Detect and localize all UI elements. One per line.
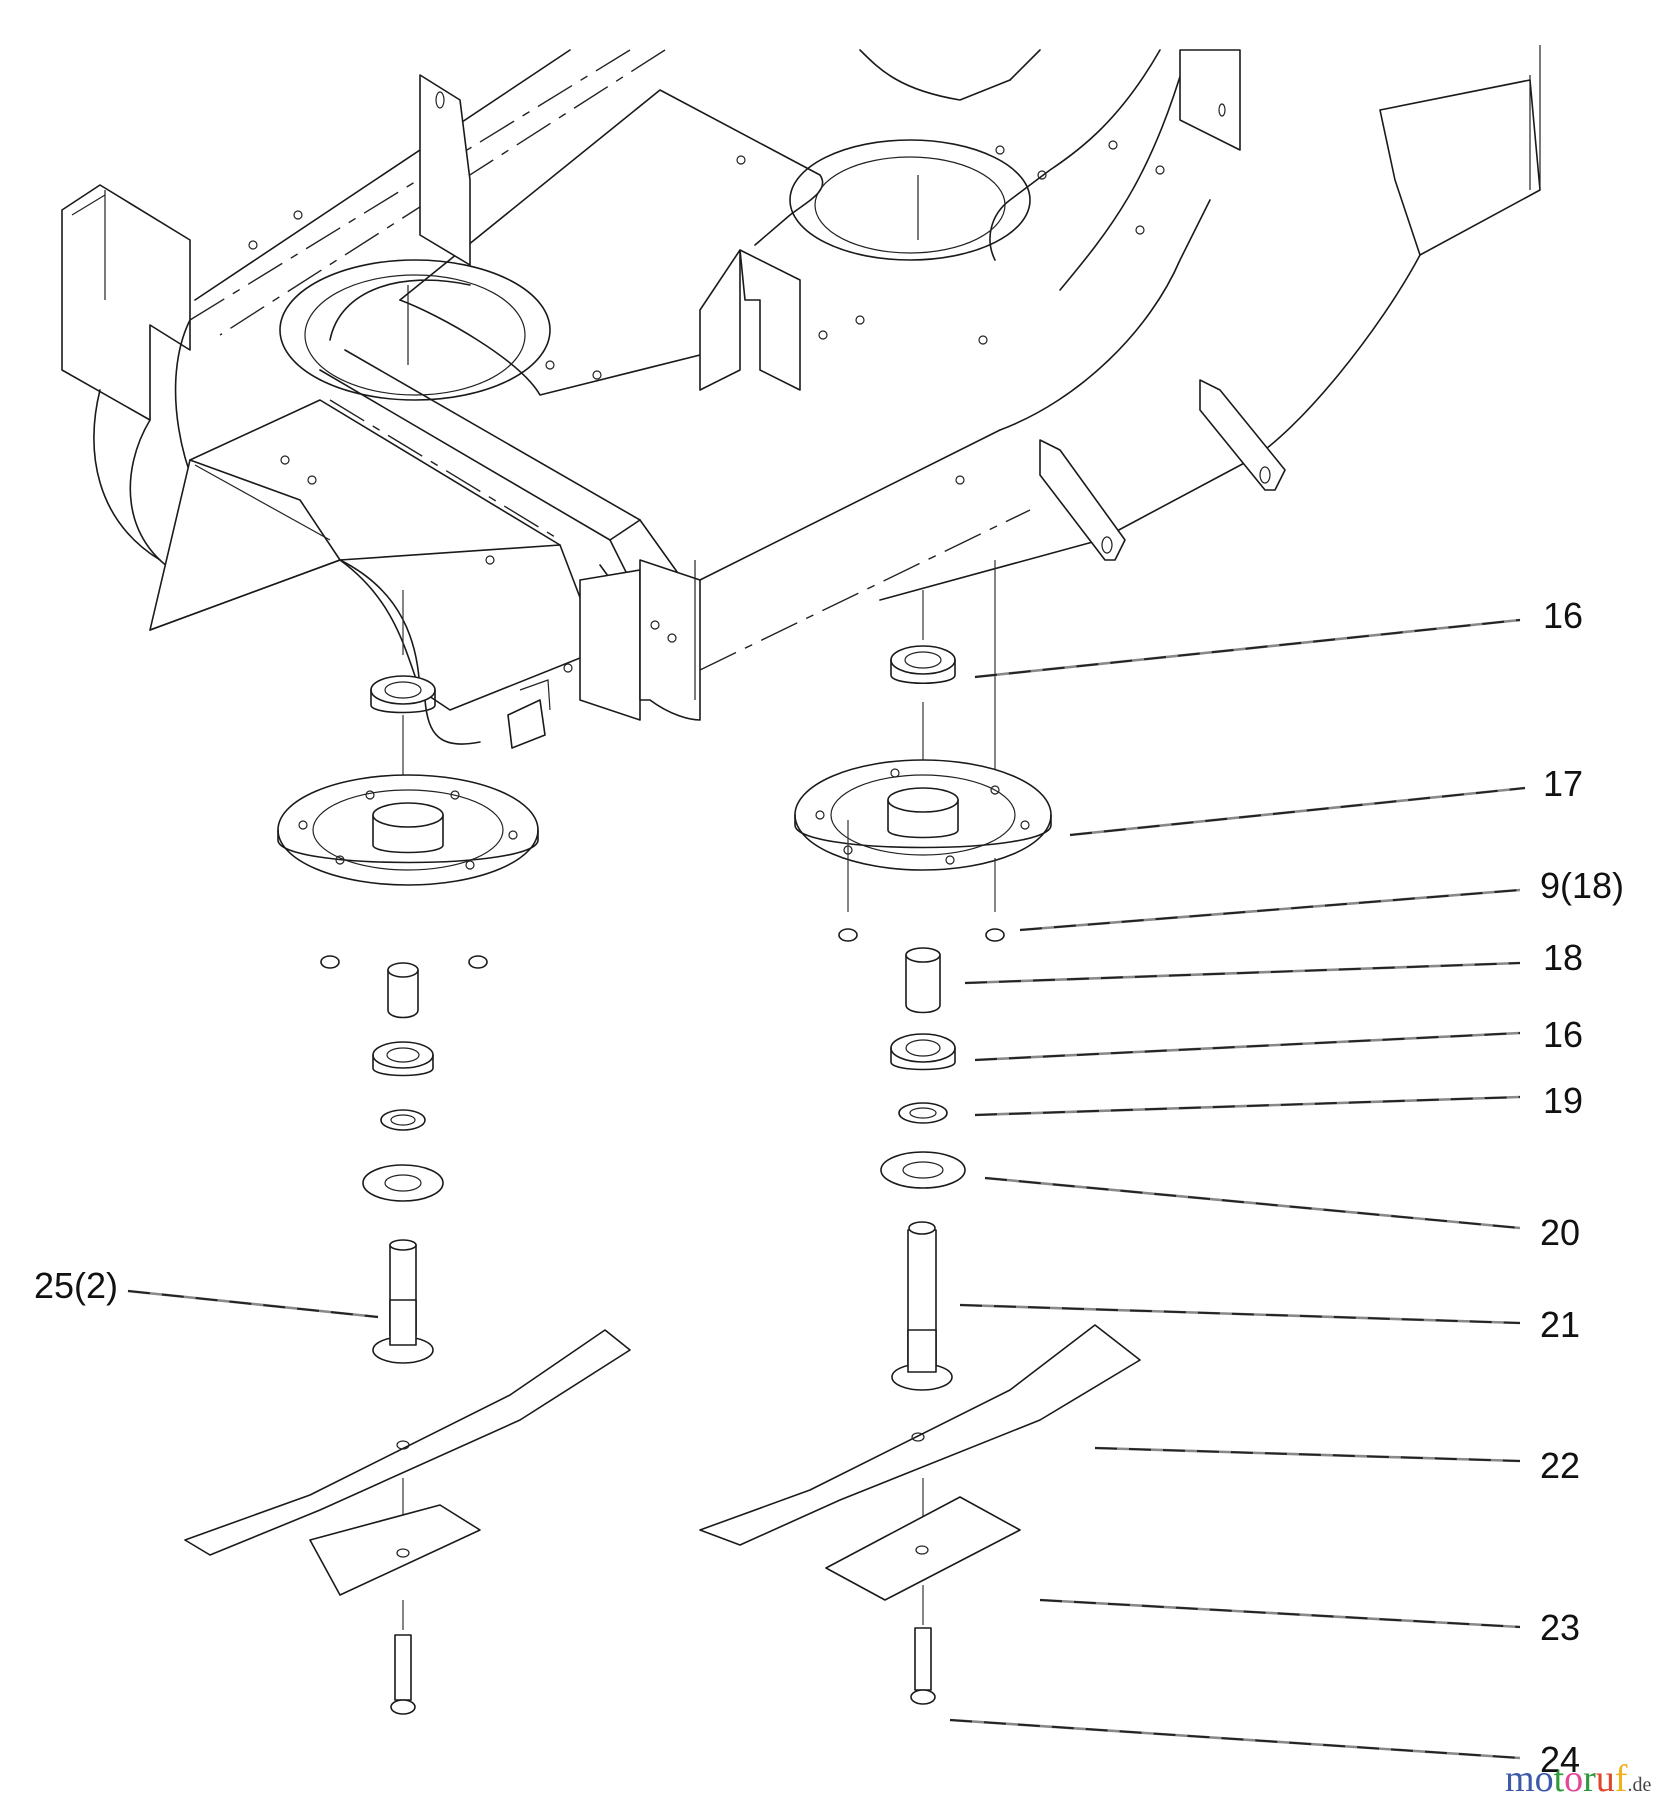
- spacer-left: [387, 962, 419, 1019]
- spindle-shaft-left: [372, 1239, 434, 1364]
- left-spindle-assembly: [184, 590, 631, 1715]
- nut-left-a: [320, 955, 340, 969]
- wm-letter: f: [1614, 1758, 1628, 1800]
- leader-lines: [127, 618, 1526, 1760]
- callout-16-lower: 16: [1543, 1014, 1584, 1055]
- deflector-left: [309, 1504, 481, 1596]
- bearing-upper-right: [890, 645, 956, 685]
- callout-19: 19: [1543, 1080, 1584, 1121]
- wm-letter: t: [1553, 1758, 1565, 1800]
- bearing-lower-right: [890, 1033, 956, 1071]
- callout-16-upper: 16: [1543, 595, 1584, 636]
- right-spindle-assembly: [699, 560, 1141, 1705]
- wm-letter: m: [1505, 1758, 1535, 1800]
- spindle-housing-left: [277, 774, 539, 886]
- bolt-right: [910, 1627, 936, 1705]
- deck-holes: [248, 140, 1165, 673]
- washer-right: [898, 1102, 948, 1124]
- callout-17: 17: [1543, 763, 1584, 804]
- nut-right-a: [838, 928, 858, 942]
- callout-18: 18: [1543, 937, 1584, 978]
- spacer-right: [905, 947, 941, 1014]
- callout-22: 22: [1540, 1445, 1581, 1486]
- bolt-left: [390, 1634, 416, 1715]
- wm-letter: o: [1534, 1758, 1554, 1800]
- callout-24: 24: [1540, 1739, 1581, 1780]
- nut-right-b: [985, 928, 1005, 942]
- wm-letter: u: [1595, 1758, 1615, 1800]
- wm-letter: r: [1583, 1758, 1596, 1800]
- washer-left: [380, 1109, 426, 1131]
- seal-cup-left: [362, 1164, 444, 1202]
- nut-left-b: [468, 955, 488, 969]
- callout-21: 21: [1540, 1304, 1581, 1345]
- wm-suffix: .de: [1627, 1774, 1652, 1796]
- seal-cup-right: [880, 1151, 966, 1189]
- watermark-logo[interactable]: motoruf.de: [1505, 1760, 1651, 1798]
- callout-23: 23: [1540, 1607, 1581, 1648]
- wm-letter: o: [1564, 1758, 1584, 1800]
- deflector-right: [825, 1496, 1021, 1601]
- mower-deck: [61, 45, 1541, 749]
- blade-left: [184, 1329, 631, 1556]
- bearing-upper-left: [370, 675, 436, 714]
- spindle-housing-right: [794, 759, 1052, 871]
- callout-20: 20: [1540, 1212, 1581, 1253]
- callout-25-2: 25(2): [34, 1265, 119, 1306]
- spindle-shaft-right: [891, 1221, 953, 1391]
- blade-right: [699, 1324, 1141, 1546]
- bearing-lower-left: [372, 1041, 434, 1077]
- callout-9-18: 9(18): [1540, 865, 1625, 906]
